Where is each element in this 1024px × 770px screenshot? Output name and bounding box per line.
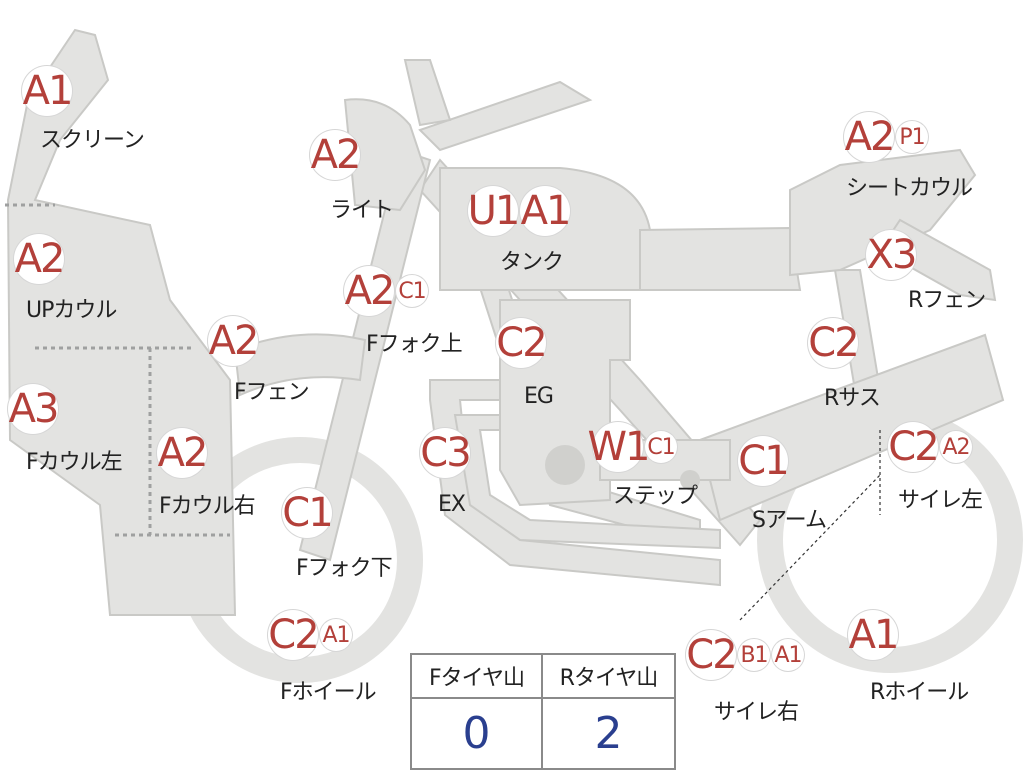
seat-cowl-shape xyxy=(789,148,977,277)
damage-code-badge: A2 xyxy=(14,234,65,284)
part-label: Fホイール xyxy=(280,680,377,705)
part-r-wheel[interactable]: A1 Rホイール xyxy=(848,610,969,705)
part-engine[interactable]: C2 EG xyxy=(496,318,554,409)
damage-code-badge: A2 xyxy=(844,112,895,162)
damage-code-badge: A2 xyxy=(940,431,972,463)
engine-cover-shape xyxy=(545,445,585,485)
part-tank[interactable]: U1 A1 タンク xyxy=(467,186,571,275)
part-label: Rホイール xyxy=(870,680,969,705)
damage-code-badge: C1 xyxy=(645,431,677,463)
part-label: Fフェン xyxy=(234,380,310,405)
damage-code-badge: B1 xyxy=(738,639,770,671)
part-swing-arm[interactable]: C1 Sアーム xyxy=(738,436,827,533)
part-muffler-left[interactable]: C2 A2 サイレ左 xyxy=(888,422,983,513)
damage-code-badge: A1 xyxy=(22,66,73,116)
part-label: タンク xyxy=(500,250,564,275)
part-label: EX xyxy=(438,492,466,517)
part-seat-cowl[interactable]: A2 P1 シートカウル xyxy=(844,112,973,201)
part-r-fender[interactable]: X3 Rフェン xyxy=(866,230,986,313)
damage-code-badge: A3 xyxy=(8,384,59,434)
damage-code-badge: C1 xyxy=(396,275,428,307)
part-label: Fカウル左 xyxy=(26,450,123,475)
part-label: UPカウル xyxy=(26,298,117,323)
damage-code-badge: A1 xyxy=(772,639,804,671)
part-step[interactable]: W1 C1 ステップ xyxy=(587,422,698,509)
tire-tread-table: Fタイヤ山 Rタイヤ山 0 2 xyxy=(410,653,676,770)
part-f-fork-upper[interactable]: A2 C1 Fフォク上 xyxy=(344,266,463,357)
damage-code-badge: C1 xyxy=(282,488,334,538)
part-label: Fカウル右 xyxy=(159,494,256,519)
damage-code-badge: C2 xyxy=(808,318,860,368)
part-muffler-right[interactable]: C2 B1 A1 サイレ右 xyxy=(686,630,804,725)
part-label: サイレ左 xyxy=(898,488,983,513)
rear-tire-value: 2 xyxy=(594,708,623,759)
part-f-fork-lower[interactable]: C1 Fフォク下 xyxy=(282,488,393,581)
damage-code-badge: C1 xyxy=(738,436,790,486)
part-f-fender[interactable]: A2 Fフェン xyxy=(208,316,310,405)
damage-code-badge: C3 xyxy=(420,428,472,478)
damage-code-badge: C2 xyxy=(686,630,738,680)
damage-code-badge: A1 xyxy=(320,619,352,651)
step-peg-shape xyxy=(680,470,700,490)
damage-code-badge: A2 xyxy=(157,428,208,478)
damage-code-badge: A1 xyxy=(520,186,571,236)
part-light[interactable]: A2 ライト xyxy=(310,130,394,223)
part-exhaust[interactable]: C3 EX xyxy=(420,428,472,517)
damage-code-badge: U1 xyxy=(467,186,520,236)
handlebar-shape xyxy=(418,80,593,152)
part-label: ステップ xyxy=(613,484,698,509)
damage-code-badge: C2 xyxy=(888,422,940,472)
part-label: Sアーム xyxy=(752,508,827,533)
part-label: Rサス xyxy=(824,386,881,411)
seat-shape xyxy=(639,226,802,291)
part-label: ライト xyxy=(330,198,394,223)
damage-code-badge: P1 xyxy=(896,121,928,153)
part-label: スクリーン xyxy=(40,128,145,153)
part-label: シートカウル xyxy=(846,176,973,201)
front-tire-value: 0 xyxy=(412,699,543,768)
part-label: EG xyxy=(524,384,554,409)
damage-code-badge: X3 xyxy=(866,230,917,280)
part-label: Fフォク下 xyxy=(296,556,393,581)
part-label: Rフェン xyxy=(908,288,986,313)
damage-code-badge: A2 xyxy=(310,130,361,180)
part-f-cowl-right[interactable]: A2 Fカウル右 xyxy=(157,428,256,519)
part-f-cowl-left[interactable]: A3 Fカウル左 xyxy=(8,384,123,475)
damage-code-badge: A1 xyxy=(848,610,899,660)
rear-tire-header: Rタイヤ山 xyxy=(543,655,674,699)
part-codes: A1 xyxy=(22,66,73,116)
mirror-stem-shape xyxy=(403,59,452,127)
part-f-wheel[interactable]: C2 A1 Fホイール xyxy=(268,610,377,705)
part-r-suspension[interactable]: C2 Rサス xyxy=(808,318,881,411)
damage-code-badge: C2 xyxy=(268,610,320,660)
front-fender-shape xyxy=(233,333,367,397)
part-label: サイレ右 xyxy=(714,700,799,725)
part-up-cowl[interactable]: A2 UPカウル xyxy=(14,234,117,323)
damage-code-badge: A2 xyxy=(344,266,395,316)
damage-code-badge: C2 xyxy=(496,318,548,368)
damage-code-badge: W1 xyxy=(587,422,651,472)
damage-code-badge: A2 xyxy=(208,316,259,366)
part-label: Fフォク上 xyxy=(366,332,463,357)
front-tire-header: Fタイヤ山 xyxy=(412,655,543,699)
part-screen[interactable]: A1 スクリーン xyxy=(22,66,145,153)
headlight-shape xyxy=(343,98,427,212)
